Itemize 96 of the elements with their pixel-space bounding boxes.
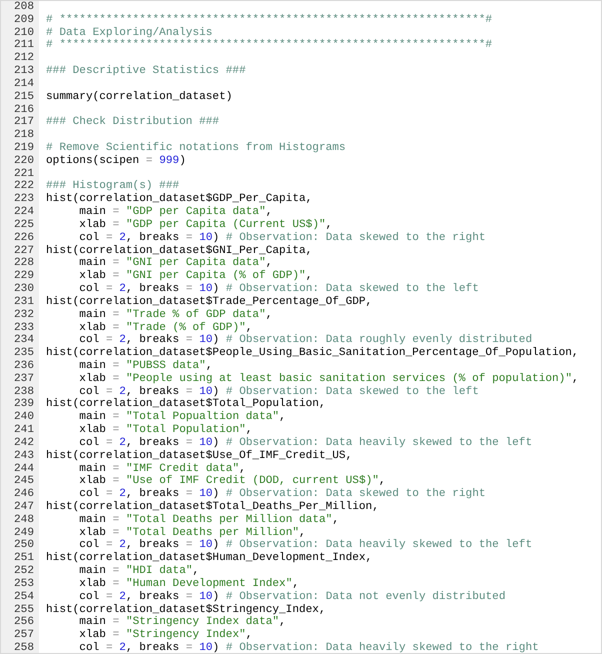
line-number: 226 xyxy=(13,232,34,245)
code-line: hist(correlation_dataset$Total_Population, xyxy=(46,398,326,411)
code-line: xlab = "Use of IMF Credit (DOD, current US$)", xyxy=(79,475,386,488)
line-number: 232 xyxy=(13,308,34,322)
code-line: main = "Trade % of GDP data", xyxy=(79,308,272,322)
code-line: col = 2, breaks = 10) # Observation: Data heavily skewed to the right xyxy=(79,642,539,653)
code-line: main = "Total Popualtion data", xyxy=(79,411,286,424)
code-line: ### Histogram(s) ### xyxy=(46,180,180,193)
line-number: 231 xyxy=(13,296,34,309)
code-line: options(scipen = 999) xyxy=(46,154,186,168)
code-line: ### Descriptive Statistics ### xyxy=(46,65,246,78)
code-line: col = 2, breaks = 10) # Observation: Data skewed to the right xyxy=(79,488,486,501)
code-line: xlab = "People using at least basic sanitation services (% of population)", xyxy=(79,372,579,386)
line-number: 228 xyxy=(13,257,34,270)
code-line: hist(correlation_dataset$GNI_Per_Capita, xyxy=(46,244,312,257)
code-line: # ****************************************************************# xyxy=(46,14,492,27)
code-line: xlab = "Human Development Index", xyxy=(79,578,300,591)
code-line: hist(correlation_dataset$Total_Deaths_Per_Million, xyxy=(46,500,379,514)
code-line: main = "GNI per Capita data", xyxy=(79,257,272,270)
line-number: 247 xyxy=(13,500,34,514)
line-number: 246 xyxy=(13,488,34,501)
line-number: 238 xyxy=(13,386,34,398)
code-line: xlab = "GDP per Capita (Current US$)", xyxy=(79,218,332,232)
code-line: col = 2, breaks = 10) # Observation: Data skewed to the left xyxy=(79,386,479,398)
line-number: 222 xyxy=(13,180,34,194)
code-line: col = 2, breaks = 10) # Observation: Data not evenly distributed xyxy=(79,590,506,604)
line-number: 240 xyxy=(13,411,34,424)
line-number: 241 xyxy=(13,424,34,437)
line-number: 218 xyxy=(13,129,34,142)
code-line: col = 2, breaks = 10) # Observation: Data heavily skewed to the left xyxy=(79,539,532,552)
line-number: 253 xyxy=(13,578,34,591)
line-number: 234 xyxy=(13,334,34,348)
line-number: 225 xyxy=(13,218,34,232)
code-line: main = "Stringency Index data", xyxy=(79,616,286,629)
line-number: 213 xyxy=(13,65,34,78)
code-line: xlab = "Trade (% of GDP)", xyxy=(79,322,252,334)
code-line: hist(correlation_dataset$Stringency_Index, xyxy=(46,604,326,616)
line-number: 233 xyxy=(13,322,34,334)
code-line: hist(correlation_dataset$Use_Of_IMF_Credit_US, xyxy=(46,450,352,462)
line-number: 224 xyxy=(13,206,34,219)
line-number: 256 xyxy=(13,616,34,630)
code-line: xlab = "Total Population", xyxy=(79,424,252,437)
line-number: 249 xyxy=(13,526,34,540)
code-line: ### Check Distribution ### xyxy=(46,116,220,130)
line-number: 230 xyxy=(13,283,34,296)
line-number: 245 xyxy=(13,475,34,488)
code-line: # Data Exploring/Analysis xyxy=(46,26,212,39)
code-line: hist(correlation_dataset$Human_Development_Index, xyxy=(46,552,372,565)
line-number: 252 xyxy=(13,565,34,578)
code-line: main = "HDI data", xyxy=(79,565,200,578)
code-line: xlab = "GNI per Capita (% of GDP)", xyxy=(79,270,312,283)
code-line: col = 2, breaks = 10) # Observation: Data roughly evenly distributed xyxy=(79,334,532,347)
line-number: 227 xyxy=(13,244,34,258)
line-number: 235 xyxy=(13,347,34,360)
code-line: hist(correlation_dataset$GDP_Per_Capita, xyxy=(46,193,312,206)
code-line: col = 2, breaks = 10) # Observation: Data heavily skewed to the left xyxy=(79,436,532,450)
line-number: 215 xyxy=(13,90,34,104)
line-number: 214 xyxy=(13,78,34,91)
code-line: main = "GDP per Capita data", xyxy=(79,206,272,219)
code-line: main = "PUBSS data", xyxy=(79,360,212,373)
line-number: 209 xyxy=(13,14,34,27)
line-number: 254 xyxy=(13,590,34,604)
line-number: 217 xyxy=(13,116,34,130)
line-number: 223 xyxy=(13,193,34,206)
line-number: 236 xyxy=(13,360,34,373)
code-line: xlab = "Stringency Index", xyxy=(79,629,252,642)
code-line: # ****************************************************************# xyxy=(46,39,492,52)
line-number: 229 xyxy=(13,270,34,284)
code-line: col = 2, breaks = 10) # Observation: Data skewed to the right xyxy=(79,232,486,245)
line-number: 220 xyxy=(13,154,34,168)
line-number: 216 xyxy=(13,104,34,116)
code-line: summary(correlation_dataset) xyxy=(46,90,232,104)
line-number: 257 xyxy=(13,629,34,642)
line-number: 212 xyxy=(13,52,34,66)
code-line: xlab = "Total Deaths per Million", xyxy=(79,526,306,539)
line-number: 242 xyxy=(13,436,34,450)
code-line: hist(correlation_dataset$People_Using_Basic_Sanitation_Percentage_Of_Population, xyxy=(46,347,579,360)
line-number: 208 xyxy=(13,1,34,14)
line-number: 251 xyxy=(13,552,34,566)
line-number: 211 xyxy=(13,39,34,52)
line-number: 244 xyxy=(13,462,34,476)
line-number: 221 xyxy=(13,168,34,180)
line-number: 248 xyxy=(13,514,34,527)
code-line: col = 2, breaks = 10) # Observation: Data skewed to the left xyxy=(79,283,479,296)
code-line: main = "Total Deaths per Million data", xyxy=(79,514,339,527)
line-number: 255 xyxy=(13,604,34,616)
line-number: 237 xyxy=(13,372,34,386)
line-number: 250 xyxy=(13,539,34,552)
code-line: hist(correlation_dataset$Trade_Percentage_Of_GDP, xyxy=(46,296,372,309)
line-number: 258 xyxy=(13,642,34,653)
line-number: 239 xyxy=(13,398,34,412)
code-line: # Remove Scientific notations from Histograms xyxy=(46,142,346,155)
line-number: 219 xyxy=(13,142,34,155)
code-line: main = "IMF Credit data", xyxy=(79,462,246,475)
line-number: 210 xyxy=(13,26,34,40)
line-number: 243 xyxy=(13,450,34,462)
